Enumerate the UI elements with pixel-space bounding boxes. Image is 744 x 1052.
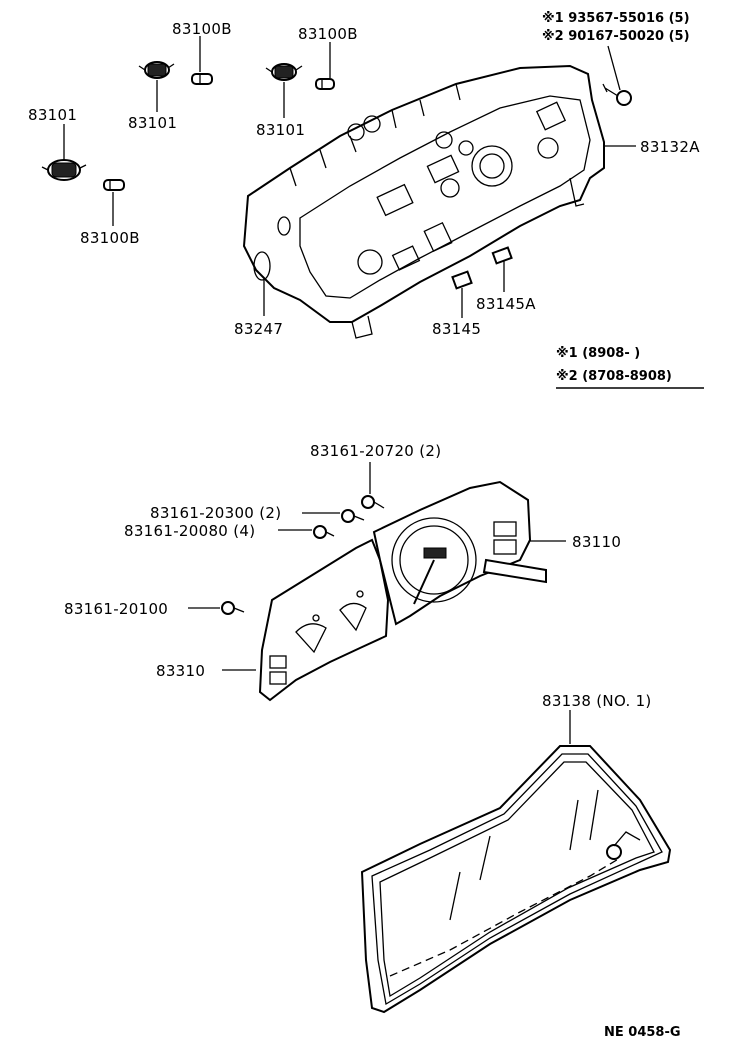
dial-plate-83110 <box>372 480 547 626</box>
bulb-83100b-left-lower <box>103 179 125 191</box>
glass-83138 <box>360 745 672 1014</box>
label-screw-note-1: ※1 93567-55016 (5) <box>542 11 690 26</box>
part-83145a-block <box>491 246 513 265</box>
label-printed-circuit: 83132A <box>640 138 700 156</box>
label-screw-note-2: ※2 90167-50020 (5) <box>542 29 690 44</box>
bulb-83100b-top-left <box>191 73 213 85</box>
label-dial-left: 83310 <box>156 662 205 680</box>
label-dial-right: 83110 <box>572 533 621 551</box>
legend-note-1: ※1 (8908- ) <box>556 346 640 361</box>
label-screw-20080: 83161-20080 (4) <box>124 522 255 540</box>
socket-83101-top-left <box>138 61 175 79</box>
label-screw-20300: 83161-20300 (2) <box>150 504 281 522</box>
socket-83101-left <box>41 159 87 181</box>
label-bulb-top-mid: 83100B <box>298 25 358 43</box>
label-part-83145a: 83145A <box>476 295 536 313</box>
label-bulb-top-left: 83100B <box>172 20 232 38</box>
part-83145-block <box>451 270 473 290</box>
label-screw-20720: 83161-20720 (2) <box>310 442 441 460</box>
label-ref-code: NE 0458-G <box>604 1025 681 1040</box>
socket-83101-top-mid <box>265 63 303 81</box>
leader-lines-middle <box>188 462 566 671</box>
label-glass: 83138 (NO. 1) <box>542 692 652 710</box>
label-bulb-left-lower: 83100B <box>80 229 140 247</box>
screws-middle <box>221 495 385 615</box>
label-part-83145: 83145 <box>432 320 481 338</box>
label-socket-mid: 83101 <box>256 121 305 139</box>
label-socket-left: 83101 <box>28 106 77 124</box>
printed-circuit-housing <box>242 64 605 339</box>
label-screw-20100: 83161-20100 <box>64 600 168 618</box>
bulb-83100b-top-mid <box>315 78 335 90</box>
label-socket-mid-left: 83101 <box>128 114 177 132</box>
label-plate: 83247 <box>234 320 283 338</box>
screw-top-right <box>602 83 632 106</box>
legend-note-2: ※2 (8708-8908) <box>556 369 672 384</box>
leader-lines-top <box>63 36 636 318</box>
dial-plate-83310 <box>258 538 390 702</box>
